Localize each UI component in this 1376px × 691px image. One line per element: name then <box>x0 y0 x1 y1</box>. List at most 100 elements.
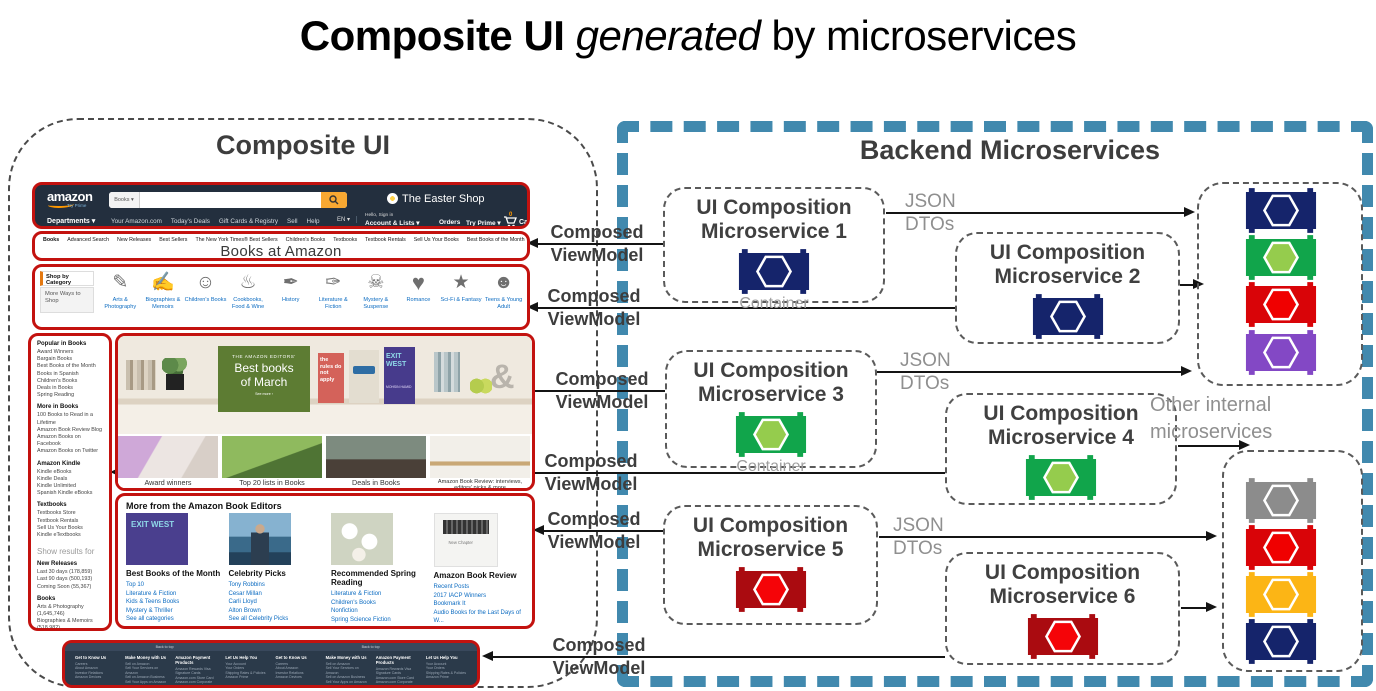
departments-menu[interactable]: Departments ▾ <box>47 218 96 225</box>
footer-link[interactable]: Shipping Rates & Policies <box>225 670 266 675</box>
editors-link[interactable]: Nonfiction <box>331 608 358 615</box>
footer-link[interactable]: Amazon Prime <box>225 675 249 680</box>
header-link[interactable]: Sell <box>287 218 298 225</box>
footer-link[interactable]: Sell Your Services on Amazon <box>125 666 159 675</box>
category-item[interactable]: ☻Teens & Young Adult <box>482 271 525 310</box>
footer-link[interactable]: Sell on Amazon Business <box>125 675 165 680</box>
header-link[interactable]: Gift Cards & Registry <box>218 218 279 225</box>
celebrity-photo[interactable] <box>228 513 291 565</box>
footer-link[interactable]: Amazon Devices <box>275 675 302 680</box>
sidebar-link[interactable]: Best Books of the Month <box>37 363 96 370</box>
category-item[interactable]: ✍Biographies & Memoirs <box>142 271 185 310</box>
try-prime-menu[interactable]: Try Prime ▾ <box>466 220 501 227</box>
footer-link[interactable]: Your Account <box>225 661 246 666</box>
header-link[interactable]: Today's Deals <box>170 218 210 225</box>
cart-label[interactable]: Cart <box>519 219 528 226</box>
sidebar-link[interactable]: Textbook Rentals <box>37 517 79 524</box>
footer-link[interactable]: Amazon.com Store Card <box>175 675 214 680</box>
orders-link[interactable]: Orders <box>439 219 461 226</box>
header-link[interactable]: Help <box>306 218 320 225</box>
sidebar-link[interactable]: Award Winners <box>37 349 74 355</box>
footer-link[interactable]: Careers <box>75 661 88 666</box>
filter-link[interactable]: Coming Soon (55,367) <box>37 583 92 590</box>
filter-link[interactable]: Last 30 days (178,859) <box>37 569 93 576</box>
editors-link[interactable]: Carli Lloyd <box>228 599 257 606</box>
filter-link[interactable]: Biographies & Memoirs (518,982) <box>37 618 93 631</box>
sidebar-link[interactable]: Children's Books <box>37 377 78 384</box>
card-top-20-lists[interactable]: Top 20 lists in Books <box>222 436 322 488</box>
footer-link[interactable]: Investor Relations <box>275 670 304 675</box>
language-selector[interactable]: EN ▾ <box>337 216 358 223</box>
footer-link[interactable]: Amazon.com Corporate Credit Line <box>375 680 413 688</box>
filter-link[interactable]: Last 90 days (500,193) <box>37 576 93 583</box>
editors-link[interactable]: Literature & Fiction <box>126 590 177 597</box>
footer-link[interactable]: Amazon Rewards Visa Signature Cards <box>175 666 211 676</box>
sidebar-link[interactable]: Amazon Book Review Blog <box>37 426 103 433</box>
footer-link[interactable]: Sell on Amazon <box>125 661 150 666</box>
sidebar-link[interactable]: Spring Reading <box>37 392 75 399</box>
search-input[interactable]: Books ▾ <box>109 192 347 208</box>
sidebar-link[interactable]: Deals in Books <box>37 385 73 392</box>
footer-link[interactable]: About Amazon <box>75 666 98 671</box>
exit-west-cover[interactable]: EXIT WEST <box>126 513 188 565</box>
sidebar-link[interactable]: Bargain Books <box>37 356 73 363</box>
footer-link[interactable]: Sell on Amazon <box>325 661 350 666</box>
books-nav-link[interactable]: Children's Books <box>285 237 326 243</box>
category-item[interactable]: ♨Cookbooks, Food & Wine <box>227 271 270 310</box>
try-prime-small[interactable]: Try Prime <box>67 203 87 208</box>
footer-link[interactable]: Sell Your Services on Amazon <box>325 666 359 675</box>
hero-see-more[interactable]: See more › <box>255 392 273 396</box>
sidebar-link[interactable]: Amazon Books on Facebook <box>37 434 81 448</box>
footer-link[interactable]: Amazon Prime <box>425 675 449 680</box>
footer-link[interactable]: Investor Relations <box>75 670 104 675</box>
footer-link[interactable]: Shipping Rates & Policies <box>425 670 466 675</box>
sidebar-link[interactable]: Textbooks Store <box>37 510 76 517</box>
back-to-top-bar[interactable]: Back to top Back to top <box>65 643 477 651</box>
footer-link[interactable]: Amazon.com Store Card <box>375 675 415 680</box>
sidebar-link[interactable]: Books in Spanish <box>37 370 79 377</box>
editors-link[interactable]: Top 10 <box>126 582 145 588</box>
books-nav-link[interactable]: Books <box>43 237 60 243</box>
sidebar-link[interactable]: Sell Us Your Books <box>37 524 83 531</box>
books-nav-link[interactable]: Best Books of the Month <box>466 237 525 243</box>
filter-link[interactable]: Arts & Photography (1,645,746) <box>37 603 84 618</box>
footer-link[interactable]: About Amazon <box>275 666 299 671</box>
footer-link[interactable]: Amazon Devices <box>75 675 102 680</box>
hero-green-panel[interactable]: THE AMAZON EDITORS' Best books of March … <box>218 346 310 412</box>
editors-link[interactable]: Literature & Fiction <box>331 591 382 597</box>
books-nav-link[interactable]: The New York Times® Best Sellers <box>195 237 278 243</box>
editors-link[interactable]: See more <box>434 626 529 627</box>
card-deals-in-books[interactable]: Deals in Books <box>326 436 426 488</box>
flowers-photo[interactable] <box>331 513 393 565</box>
editors-link[interactable]: Audio Books for the Last Days of W... <box>433 609 521 625</box>
editors-link[interactable]: Spring Science Fiction <box>331 616 391 623</box>
sidebar-link[interactable]: Kindle eTextbooks <box>37 532 81 539</box>
books-nav-link[interactable]: Sell Us Your Books <box>413 237 459 243</box>
footer-link[interactable]: Sell on Amazon Business <box>325 675 366 680</box>
hero-banner[interactable]: THE AMAZON EDITORS' Best books of March … <box>118 336 532 434</box>
books-nav-link[interactable]: Best Sellers <box>159 237 188 243</box>
category-item[interactable]: ☠Mystery & Suspense <box>355 271 398 310</box>
books-nav-link[interactable]: New Releases <box>117 237 152 243</box>
search-button[interactable] <box>321 192 347 208</box>
easter-shop-banner[interactable]: The Easter Shop <box>387 193 485 205</box>
shop-by-category-tab[interactable]: Shop by Category <box>40 271 94 286</box>
editors-link[interactable]: 2017 IACP Winners <box>433 592 487 599</box>
editors-link[interactable]: Alton Brown <box>228 607 261 614</box>
editors-link[interactable]: Kids & Teens Books <box>126 599 180 606</box>
back-to-top-label[interactable]: Back to top <box>155 644 174 649</box>
card-book-review[interactable]: Amazon Book Review: interviews, editors'… <box>430 436 530 488</box>
editors-link[interactable]: Cesar Millan <box>228 590 262 597</box>
typewriter-photo[interactable]: New Chapter <box>433 513 498 567</box>
footer-link[interactable]: Amazon Rewards Visa Signature Cards <box>375 666 412 676</box>
footer-link[interactable]: Careers <box>275 661 288 666</box>
category-item[interactable]: ☺Children's Books <box>184 272 227 303</box>
more-ways-to-shop-tab[interactable]: More Ways to Shop <box>40 287 94 313</box>
editors-link[interactable]: See all categories <box>126 616 174 623</box>
books-nav-link[interactable]: Textbooks <box>333 237 358 243</box>
header-link[interactable]: Your Amazon.com <box>111 218 162 225</box>
editors-link[interactable]: Bookmark It <box>433 601 466 608</box>
category-item[interactable]: ♥Romance <box>397 271 440 310</box>
sidebar-link[interactable]: Kindle Unlimited <box>37 483 76 490</box>
footer-link[interactable]: Your Orders <box>425 666 445 671</box>
